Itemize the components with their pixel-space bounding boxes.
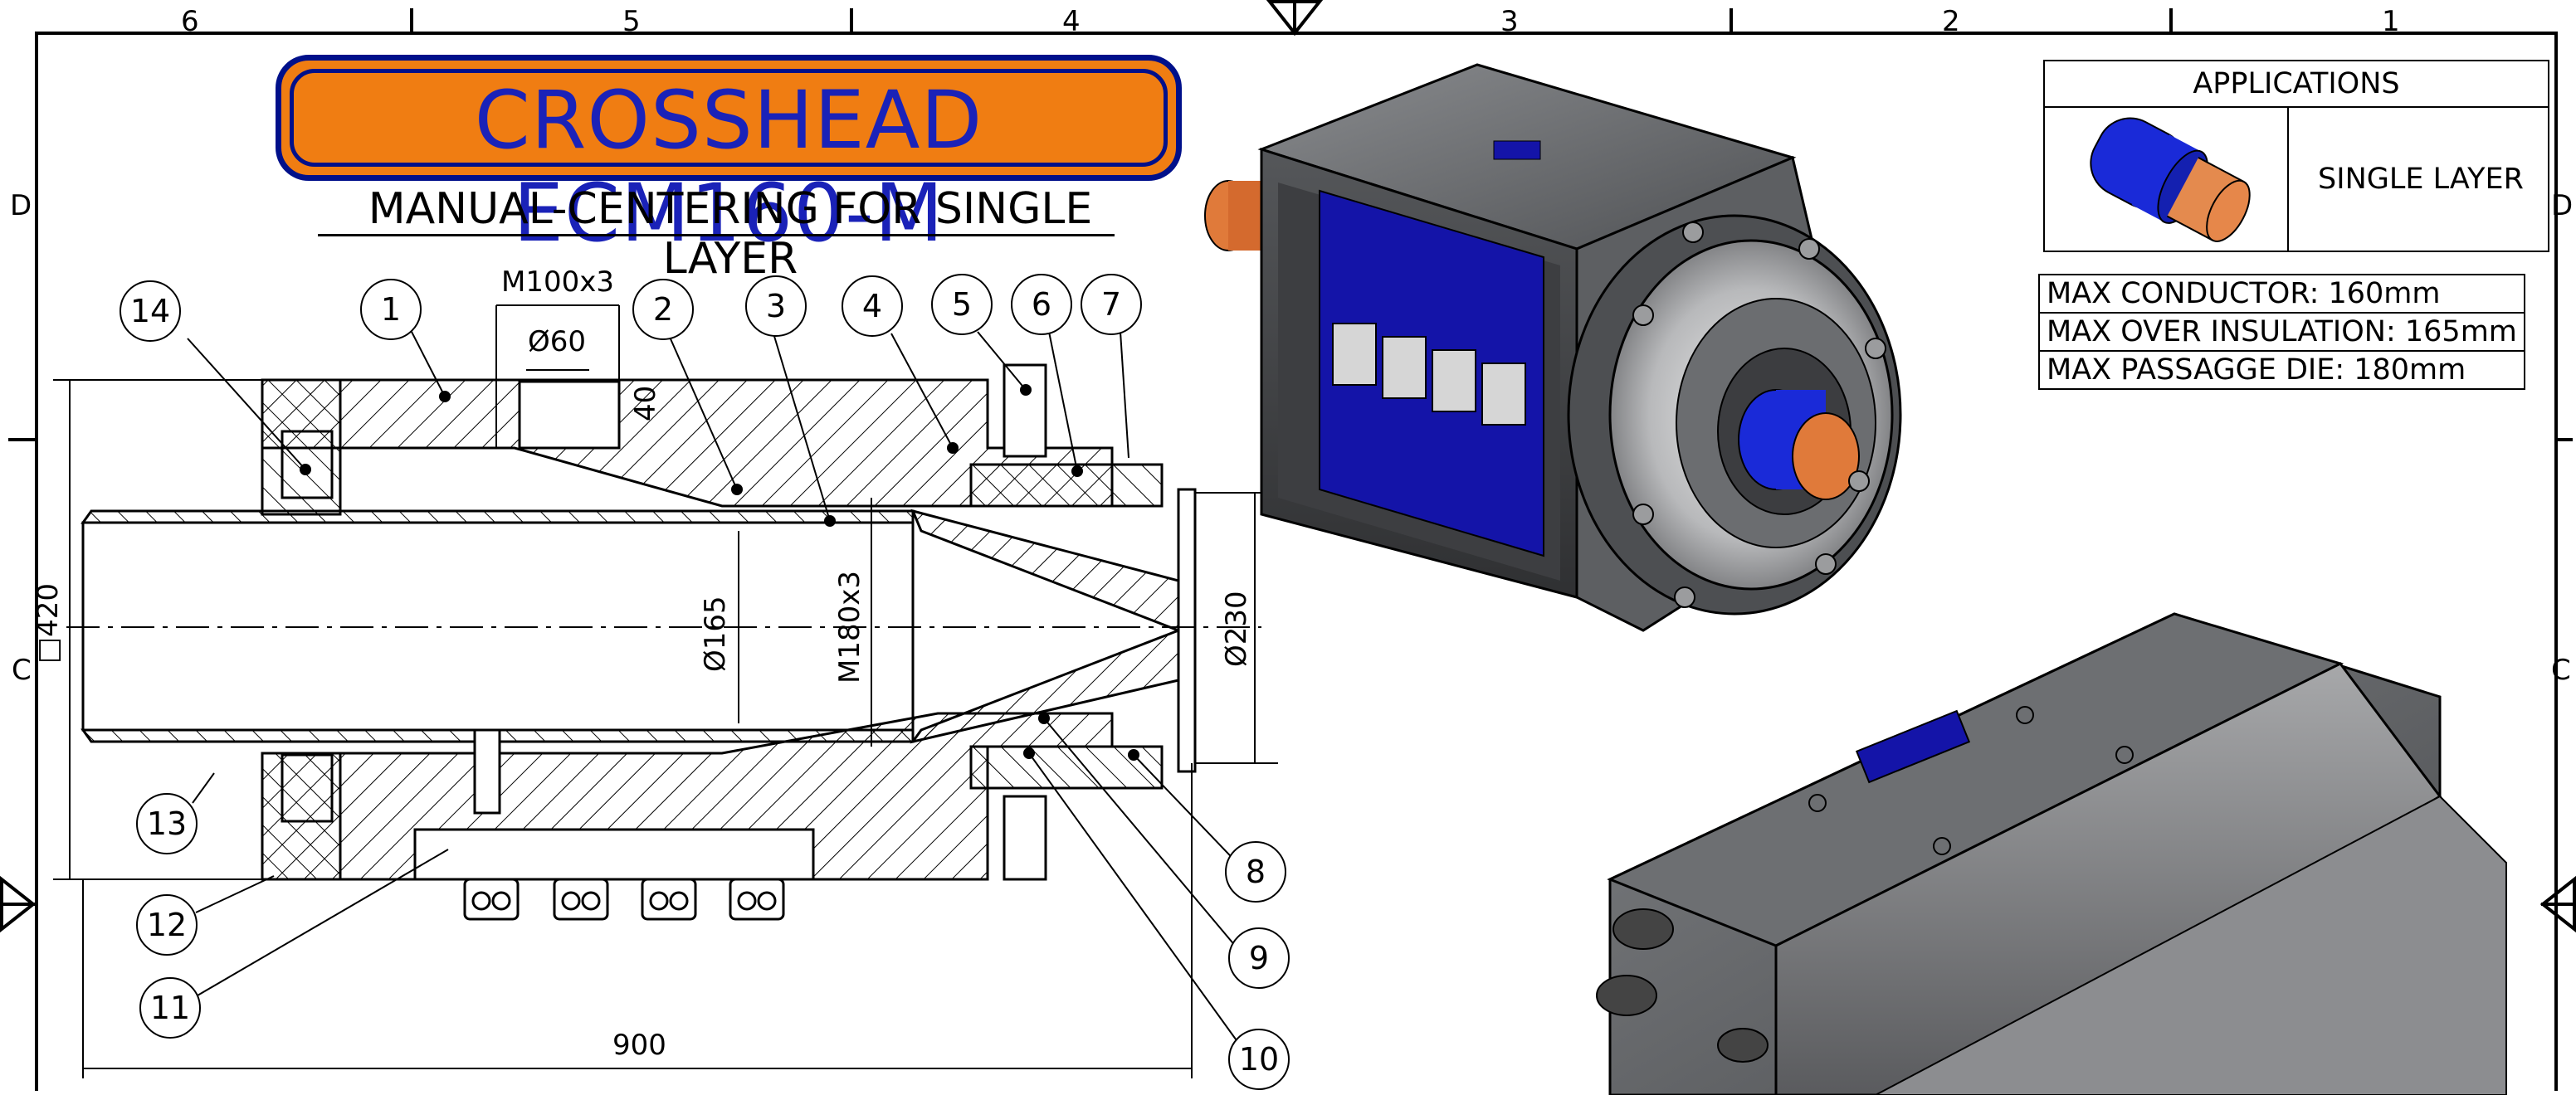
balloon-13: 13 <box>136 793 198 854</box>
balloon-11: 11 <box>139 977 201 1039</box>
dim-bore-top: Ø60 <box>528 325 587 358</box>
zone-col-4: 4 <box>1062 5 1081 38</box>
balloon-9: 9 <box>1228 927 1290 989</box>
balloon-8: 8 <box>1225 841 1286 903</box>
balloon-6: 6 <box>1011 274 1072 335</box>
isometric-render-top <box>1204 63 1902 632</box>
spec-max-die: MAX PASSAGGE DIE: 180mm <box>2038 350 2525 390</box>
spec-table: MAX CONDUCTOR: 160mm MAX OVER INSULATION… <box>2038 274 2525 390</box>
balloon-4: 4 <box>842 275 903 337</box>
balloon-7: 7 <box>1081 274 1142 335</box>
spec-max-insulation: MAX OVER INSULATION: 165mm <box>2038 312 2525 352</box>
cross-section-view <box>53 304 1278 1078</box>
zone-row-d-right: D <box>2551 189 2574 222</box>
balloon-5: 5 <box>931 274 993 335</box>
applications-table: APPLICATIONS SINGLE LAYER <box>2043 60 2549 252</box>
dim-thread-main: M180x3 <box>833 571 866 684</box>
zone-col-3: 3 <box>1500 5 1519 38</box>
subtitle-underline <box>318 234 1115 236</box>
dim-thread-top: M100x3 <box>501 265 614 299</box>
application-single-layer: SINGLE LAYER <box>2318 163 2524 196</box>
balloon-10: 10 <box>1228 1029 1290 1090</box>
drawing-subtitle: MANUAL-CENTERING FOR SINGLE LAYER <box>368 184 1093 284</box>
dim-height-top: 40 <box>629 385 662 421</box>
balloon-3: 3 <box>745 275 807 337</box>
applications-header: APPLICATIONS <box>2045 61 2548 108</box>
zone-col-5: 5 <box>622 5 641 38</box>
drawing-title: CROSSHEAD ECM160-M <box>474 74 983 260</box>
zone-col-6: 6 <box>181 5 199 38</box>
dim-overall-height: □420 <box>32 582 65 664</box>
zone-row-d-left: D <box>10 189 32 222</box>
title-banner: CROSSHEAD ECM160-M <box>276 55 1182 260</box>
centering-mark-icon <box>0 0 2576 933</box>
zone-row-c-right: C <box>2551 654 2571 687</box>
zone-row-c-left: C <box>12 654 32 687</box>
cable-icon <box>2090 117 2251 242</box>
dim-bore-inner: Ø165 <box>699 596 732 672</box>
balloon-14: 14 <box>120 280 181 342</box>
spec-max-conductor: MAX CONDUCTOR: 160mm <box>2038 274 2525 314</box>
zone-col-2: 2 <box>1942 5 1960 38</box>
balloon-12: 12 <box>136 894 198 956</box>
sectioned-render-bottom <box>1596 612 2507 1095</box>
zone-col-1: 1 <box>2382 5 2400 38</box>
dim-overall-length: 900 <box>612 1029 666 1062</box>
balloon-2: 2 <box>632 279 694 340</box>
balloon-1: 1 <box>360 279 422 340</box>
